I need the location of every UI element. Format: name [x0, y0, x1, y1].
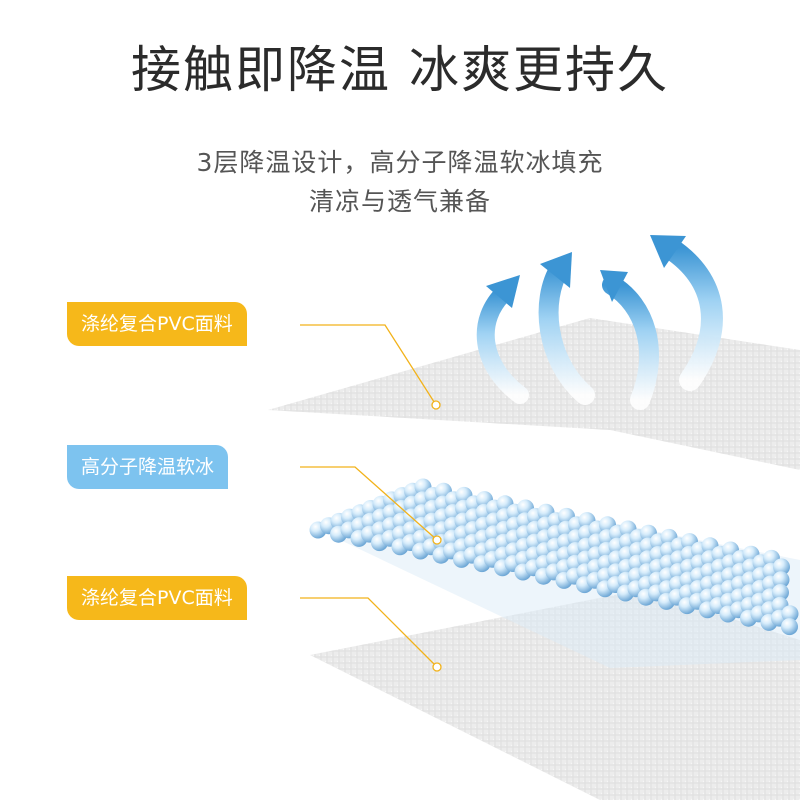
gel-bead: [781, 605, 799, 623]
gel-bead: [781, 618, 798, 636]
arrow-2-icon: [538, 258, 595, 405]
gel-bead: [772, 571, 790, 589]
leader-lines: [300, 324, 442, 672]
arrow-3-icon: [602, 275, 659, 410]
label-bottom-fabric: 涤纶复合PVC面料: [67, 576, 247, 620]
headline: 接触即降温 冰爽更持久: [131, 41, 669, 99]
subtitle-line-1: 3层降温设计，高分子降温软冰填充: [196, 148, 604, 177]
arrow-1-icon: [476, 283, 529, 404]
gel-bead: [772, 584, 789, 601]
gel-bead: [773, 558, 790, 576]
gel-bead-grid: [309, 478, 799, 636]
top-fabric-layer: [268, 318, 800, 470]
subtitle-line-2: 清凉与透气兼备: [308, 187, 491, 216]
label-top-fabric: 涤纶复合PVC面料: [67, 302, 247, 346]
arrow-4-icon: [659, 237, 723, 391]
label-gel-layer: 高分子降温软冰: [67, 445, 229, 489]
cooling-arrows: [476, 235, 723, 410]
